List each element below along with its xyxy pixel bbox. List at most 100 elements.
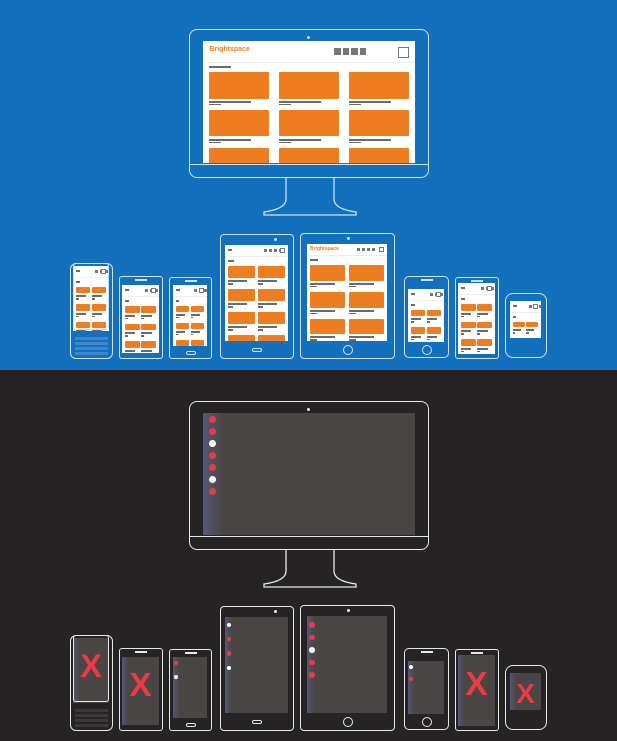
device-ipad <box>300 605 395 731</box>
monitor-screen <box>203 413 415 535</box>
avatar <box>280 248 285 253</box>
bell-icon <box>366 248 370 251</box>
unsupported-x-icon: X <box>80 647 102 684</box>
course-card-subtitle <box>209 103 222 106</box>
avatar <box>436 292 441 297</box>
nav-rail <box>458 655 464 726</box>
avatar <box>487 286 492 291</box>
course-card-image <box>426 327 441 334</box>
header-divider <box>307 255 387 256</box>
course-card-title <box>461 330 472 333</box>
error-dot <box>209 451 217 459</box>
course-card-title <box>411 335 421 338</box>
grid-icon <box>529 305 533 308</box>
chat-icon <box>342 48 350 55</box>
breadcrumb <box>310 259 318 261</box>
course-card-image <box>477 339 492 346</box>
brand-logo: Brightspace <box>310 246 339 253</box>
course-card-image <box>258 312 285 325</box>
course-card-image <box>141 341 156 348</box>
course-card-title <box>141 332 152 335</box>
grid-icon <box>95 270 99 273</box>
course-card-subtitle <box>76 298 79 300</box>
home-button <box>421 345 432 355</box>
keyboard-row <box>75 709 108 712</box>
course-card-title <box>258 326 277 329</box>
course-card-subtitle <box>310 339 317 341</box>
course-card-subtitle <box>76 315 79 318</box>
course-card-image <box>76 287 91 294</box>
course-card-title <box>426 318 437 321</box>
header-divider <box>458 294 495 295</box>
chat-icon <box>361 248 365 251</box>
breadcrumb <box>176 300 180 302</box>
device-screen <box>225 245 288 341</box>
nav-rail <box>225 617 231 713</box>
speaker-grille <box>184 652 197 654</box>
course-card-subtitle <box>426 338 430 341</box>
device-screen: X <box>510 673 541 710</box>
grid-icon <box>334 48 341 55</box>
header-divider <box>408 300 444 301</box>
device-android-phone-2 <box>169 277 212 359</box>
grid-icon <box>430 293 434 296</box>
error-dot <box>409 676 414 681</box>
course-card-image <box>176 322 190 329</box>
chat-icon <box>269 249 273 252</box>
course-card-subtitle <box>176 316 179 319</box>
monitor-chin-line <box>190 536 428 538</box>
desktop-monitor <box>189 401 429 550</box>
course-card-image <box>190 339 204 346</box>
course-card-image <box>125 323 140 331</box>
course-card-subtitle <box>461 350 464 353</box>
speaker-grille <box>471 652 483 654</box>
brand-logo: Brightspace <box>209 46 250 54</box>
ok-dot <box>226 622 232 627</box>
nav-rail <box>173 657 179 718</box>
speaker-grille <box>135 279 147 281</box>
course-card-title <box>349 138 391 141</box>
course-card-subtitle <box>310 285 317 288</box>
course-card-image <box>310 291 345 308</box>
error-dot <box>226 651 232 656</box>
course-card-subtitle <box>258 306 264 308</box>
speaker-grille <box>420 279 433 281</box>
speaker-grille <box>471 280 483 282</box>
home-button <box>342 345 353 355</box>
device-screen <box>173 285 207 346</box>
ok-dot <box>309 647 315 653</box>
keyboard-row <box>75 724 108 727</box>
bell-icon <box>154 289 158 292</box>
avatar <box>199 288 204 293</box>
course-card-title <box>209 100 251 103</box>
device-watch <box>505 293 547 358</box>
course-card-image <box>209 72 269 99</box>
course-card-subtitle <box>125 335 128 337</box>
course-card-image <box>228 289 255 302</box>
device-screen <box>408 661 444 714</box>
course-card-image <box>125 341 140 348</box>
course-card-image <box>349 72 409 99</box>
breadcrumb <box>411 304 415 306</box>
course-card-image <box>279 72 339 99</box>
nav-rail <box>408 661 414 714</box>
menu-icon <box>125 289 129 291</box>
course-card-image <box>258 266 285 279</box>
course-card-image <box>279 109 339 137</box>
course-card-title <box>279 138 321 141</box>
camera-icon <box>274 238 277 241</box>
course-card-image <box>310 265 345 281</box>
home-button <box>185 722 196 727</box>
course-card-title <box>76 295 86 298</box>
grid-icon <box>356 248 360 251</box>
course-card-title <box>461 312 472 315</box>
course-card-subtitle <box>461 333 464 335</box>
camera-icon <box>274 610 277 613</box>
course-card-title <box>176 313 186 316</box>
course-card-subtitle <box>526 332 529 334</box>
course-card-title <box>76 330 86 331</box>
course-card-image <box>310 318 345 335</box>
course-card-image <box>513 322 525 328</box>
ok-dot <box>409 664 414 669</box>
course-card-image <box>477 304 492 311</box>
